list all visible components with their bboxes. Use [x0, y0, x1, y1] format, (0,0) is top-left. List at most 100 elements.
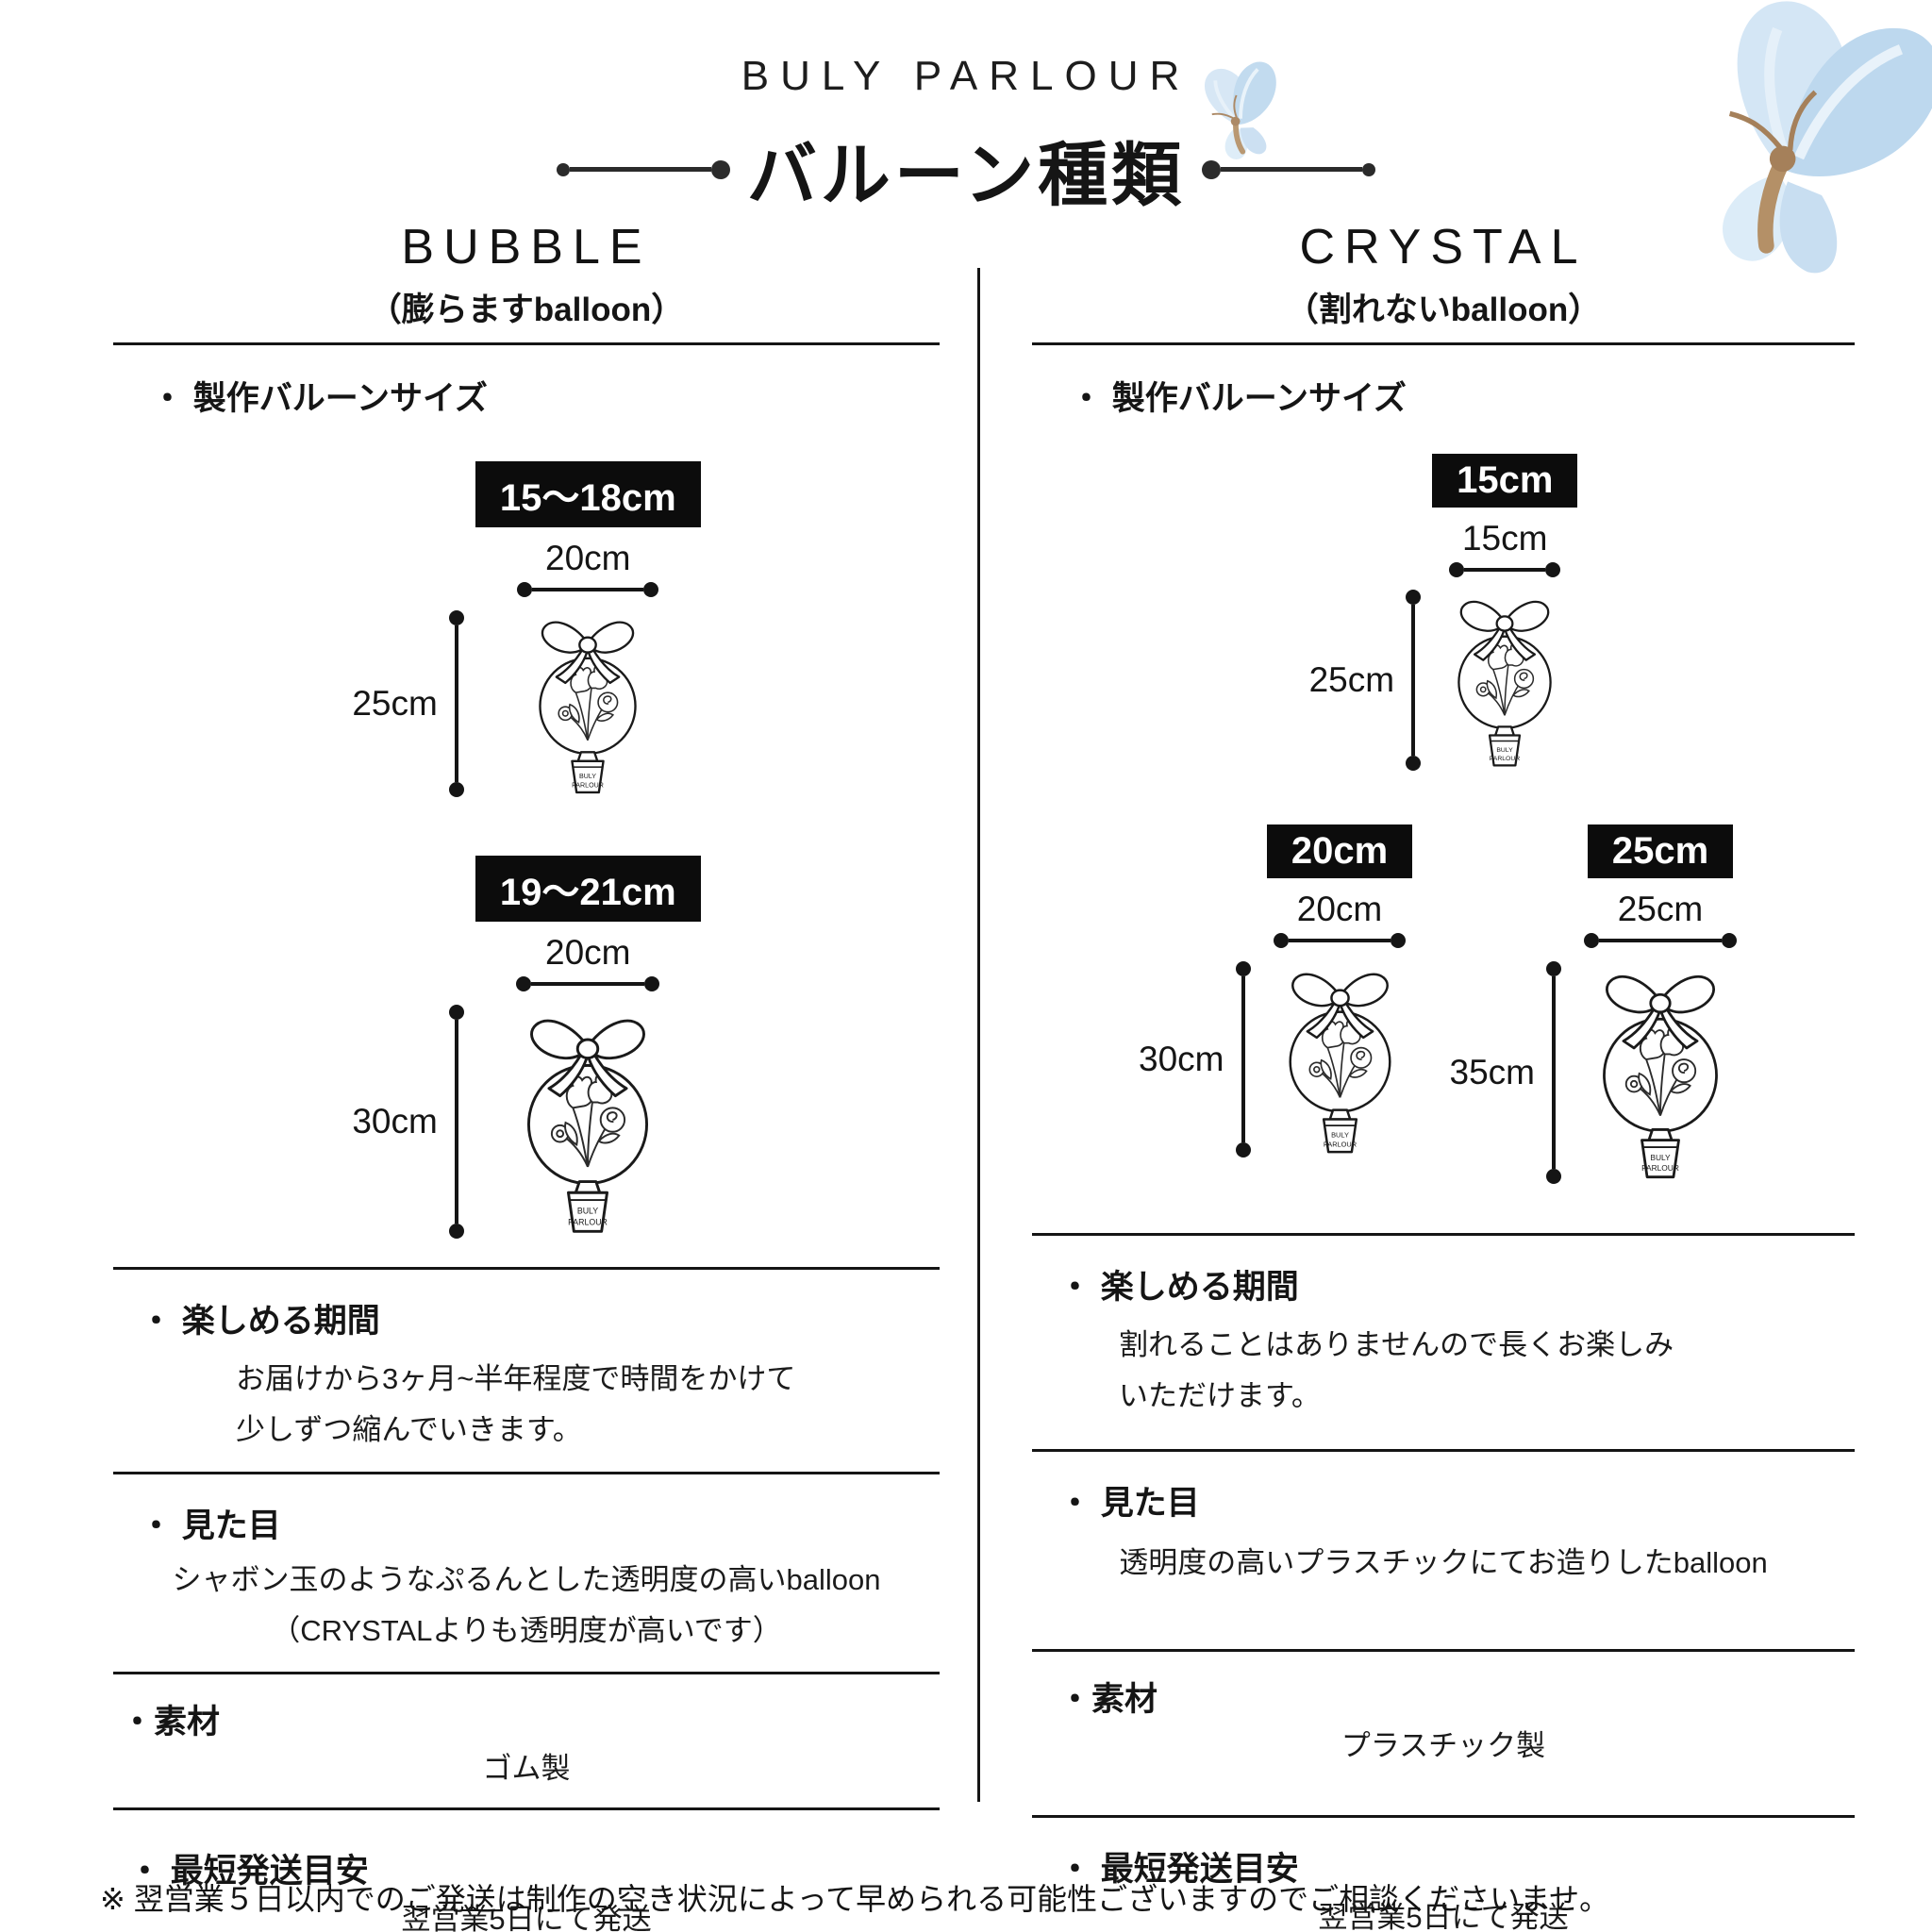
height-label: 30cm: [1139, 1040, 1224, 1078]
height-dimension: 30cm: [352, 1005, 475, 1239]
width-label: 15cm: [1461, 519, 1548, 558]
text-line: 割れることはありませんので長くお楽しみ: [1119, 1328, 1674, 1361]
text-line: 透明度の高いプラスチックにてお造りしたballoon: [1119, 1545, 1768, 1579]
dimension-dot: [448, 610, 464, 625]
material-section-label: ・素材: [121, 1704, 221, 1740]
height-dimension: 30cm: [1139, 961, 1261, 1158]
dimension-dot: [1406, 756, 1422, 771]
width-dimension-line: [517, 582, 659, 597]
shipping-section-label: ・ 最短発送目安: [128, 1853, 369, 1890]
height-dimension: 35cm: [1450, 961, 1573, 1184]
width-label: 20cm: [545, 539, 631, 577]
width-dimension-line: [516, 976, 660, 991]
column-title-bubble: BUBBLE: [401, 220, 652, 275]
dimension-dot: [1545, 1169, 1561, 1184]
height-label: 30cm: [352, 1102, 438, 1141]
dimension-dot: [1274, 933, 1289, 948]
size-section-label: ・ 製作バルーンサイズ: [151, 380, 488, 417]
section-divider: [113, 1672, 940, 1674]
width-label: 25cm: [1617, 890, 1704, 928]
period-section-label: ・ 楽しめる期間: [140, 1303, 380, 1340]
title-left-decoration: [556, 159, 730, 179]
text-line: プラスチック製: [1341, 1728, 1546, 1762]
dimension-bar: [1464, 568, 1546, 572]
text-line: 少しずつ縮んでいきます。: [236, 1413, 582, 1447]
butterfly-icon: [1176, 50, 1303, 176]
height-label: 25cm: [352, 684, 438, 723]
bubble-column: BUBBLE （膨らますballoon） ・ 製作バルーンサイズ 15〜18cm…: [113, 219, 940, 1932]
height-dimension-line: [1235, 961, 1251, 1158]
height-dimension-line: [1545, 961, 1561, 1184]
dimension-bar: [1411, 605, 1416, 756]
height-dimension-line: [448, 610, 464, 797]
balloon-figure: 19〜21cm 20cm 30cm: [352, 856, 701, 1244]
dimension-dot: [1235, 1142, 1251, 1158]
text-line: （CRYSTALよりも透明度が高いです）: [271, 1613, 782, 1647]
balloon-figure: 20cm 20cm 30cm: [1139, 824, 1417, 1163]
text-line: シャボン玉のようなぷるんとした透明度の高いballoon: [172, 1562, 881, 1596]
section-divider: [113, 1807, 940, 1811]
decoration-dot: [556, 162, 570, 176]
column-title-crystal: CRYSTAL: [1299, 220, 1588, 275]
width-dimension-line: [1274, 933, 1406, 948]
balloon-figure: 15〜18cm 20cm 25cm: [352, 461, 701, 803]
look-section-label: ・ 見た目: [1058, 1484, 1200, 1522]
text-line: いただけます。: [1119, 1379, 1321, 1413]
dimension-dot: [643, 582, 659, 597]
dimension-dot: [448, 782, 464, 797]
size-badge: 19〜21cm: [475, 856, 701, 922]
dimension-dot: [1391, 933, 1406, 948]
dimension-bar: [1241, 976, 1245, 1142]
brand-name: BULY PARLOUR: [741, 53, 1191, 99]
text-line: お届けから3ヶ月~半年程度で時間をかけて: [236, 1362, 796, 1395]
dimension-dot: [1545, 562, 1561, 577]
dimension-dot: [1583, 933, 1599, 948]
width-dimension-line: [1449, 562, 1561, 577]
dimension-dot: [448, 1224, 464, 1239]
size-badge: 20cm: [1266, 824, 1413, 878]
period-section-label: ・ 楽しめる期間: [1058, 1269, 1299, 1306]
balloon-illustration: [495, 999, 680, 1244]
balloon-figure: 15cm 15cm 25cm: [1309, 454, 1578, 775]
dimension-dot: [1449, 562, 1465, 577]
balloon-figure: 25cm 25cm 35cm: [1450, 824, 1748, 1190]
decoration-line: [569, 167, 711, 172]
balloon-illustration: [1262, 956, 1418, 1163]
look-section-label: ・ 見た目: [140, 1507, 281, 1544]
material-section-label: ・素材: [1058, 1680, 1158, 1718]
dimension-bar: [454, 1020, 458, 1224]
dimension-dot: [1235, 961, 1251, 976]
column-subtitle: （膨らますballoon）: [368, 291, 685, 328]
height-dimension-line: [448, 1005, 464, 1239]
balloon-illustration: [513, 605, 662, 803]
balloon-illustration: [1433, 585, 1576, 775]
look-section-text: 透明度の高いプラスチックにてお造りしたballoon: [1032, 1538, 1855, 1589]
dimension-dot: [1406, 590, 1422, 605]
text-line: 翌営業5日にて発送: [401, 1903, 652, 1932]
dimension-dot: [1545, 961, 1561, 976]
dimension-dot: [516, 976, 532, 991]
section-divider: [113, 342, 940, 345]
size-badge: 25cm: [1587, 824, 1734, 878]
column-divider: [977, 268, 980, 1802]
width-label: 20cm: [545, 933, 631, 972]
size-badge: 15〜18cm: [475, 461, 701, 527]
width-dimension-line: [1583, 933, 1737, 948]
decoration-dot: [1202, 159, 1222, 179]
footer-note: ※ 翌営業５日以内でのご発送は制作の空き状況によって早められる可能性ございますの…: [100, 1882, 1610, 1916]
dimension-bar: [1551, 976, 1556, 1169]
dimension-bar: [1598, 939, 1722, 942]
section-divider: [113, 1267, 940, 1270]
decoration-line: [1221, 167, 1363, 172]
width-label: 20cm: [1296, 890, 1383, 928]
crystal-column: CRYSTAL （割れないballoon） ・ 製作バルーンサイズ 15cm 1…: [1032, 219, 1855, 1932]
section-divider: [1032, 1233, 1855, 1236]
title-right-decoration: [1202, 159, 1376, 179]
decoration-dot: [710, 159, 730, 179]
section-divider: [113, 1471, 940, 1474]
balloon-illustration: [1573, 956, 1748, 1190]
page-title: バルーン種類: [746, 136, 1186, 214]
height-label: 25cm: [1308, 660, 1395, 699]
shipping-section-label: ・ 最短発送目安: [1058, 1851, 1299, 1888]
column-subtitle: （割れないballoon）: [1285, 291, 1602, 328]
